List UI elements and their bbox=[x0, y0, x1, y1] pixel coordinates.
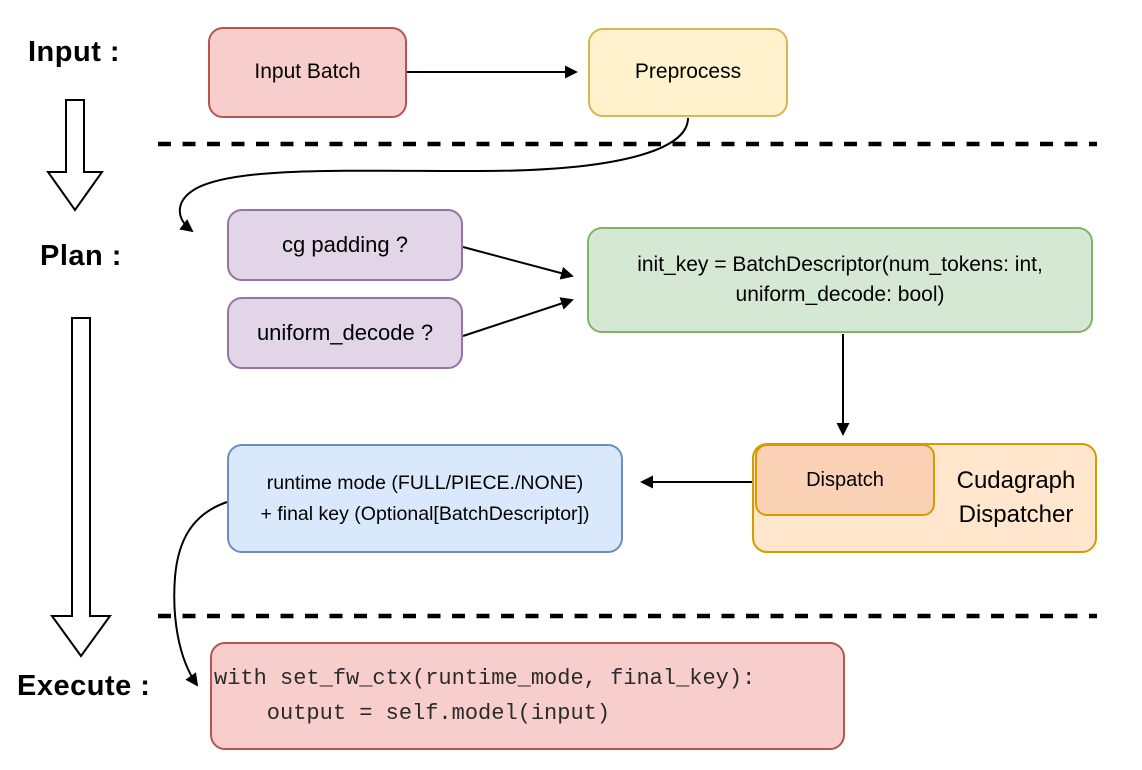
arrow-uniform-decode-to-init-key bbox=[462, 297, 574, 337]
curve-preprocess-to-cg-padding bbox=[178, 117, 689, 233]
hollow-arrow-plan-to-execute bbox=[50, 317, 112, 658]
cudagraph-dispatcher-label: Cudagraph Dispatcher bbox=[935, 443, 1097, 553]
curve-runtime-result-to-execute-code bbox=[173, 501, 228, 687]
node-uniform-decode: uniform_decode ? bbox=[227, 297, 463, 369]
node-input-batch-label: Input Batch bbox=[254, 60, 361, 84]
stage-label-input: Input : bbox=[28, 36, 121, 68]
node-runtime-result-line2: + final key (Optional[BatchDescriptor]) bbox=[260, 502, 590, 525]
node-preprocess: Preprocess bbox=[588, 28, 788, 117]
node-init-key-line2: uniform_decode: bool) bbox=[735, 283, 945, 306]
node-init-key: init_key = BatchDescriptor(num_tokens: i… bbox=[587, 227, 1093, 333]
node-init-key-line1: init_key = BatchDescriptor(num_tokens: i… bbox=[637, 252, 1043, 276]
stage-label-plan: Plan : bbox=[40, 240, 122, 272]
hollow-arrow-input-to-plan bbox=[46, 99, 104, 212]
node-uniform-decode-label: uniform_decode ? bbox=[256, 320, 434, 346]
node-input-batch: Input Batch bbox=[208, 27, 407, 118]
node-execute-code: with set_fw_ctx(runtime_mode, final_key)… bbox=[210, 642, 845, 750]
node-dispatch-label: Dispatch bbox=[806, 468, 884, 491]
stage-label-execute: Execute : bbox=[17, 670, 151, 702]
cudagraph-dispatcher-line1: Cudagraph bbox=[956, 467, 1076, 495]
node-runtime-result: runtime mode (FULL/PIECE./NONE) + final … bbox=[227, 444, 623, 553]
node-runtime-result-line1: runtime mode (FULL/PIECE./NONE) bbox=[266, 472, 584, 495]
execute-code-line2: output = self.model(input) bbox=[214, 701, 611, 726]
cudagraph-dispatcher-line2: Dispatcher bbox=[958, 501, 1074, 528]
execute-code-line1: with set_fw_ctx(runtime_mode, final_key)… bbox=[214, 665, 756, 691]
node-cg-padding: cg padding ? bbox=[227, 209, 463, 281]
arrow-cg-padding-to-init-key bbox=[462, 246, 574, 280]
node-cg-padding-label: cg padding ? bbox=[282, 232, 408, 258]
node-dispatch: Dispatch bbox=[755, 444, 935, 516]
node-preprocess-label: Preprocess bbox=[634, 60, 742, 84]
